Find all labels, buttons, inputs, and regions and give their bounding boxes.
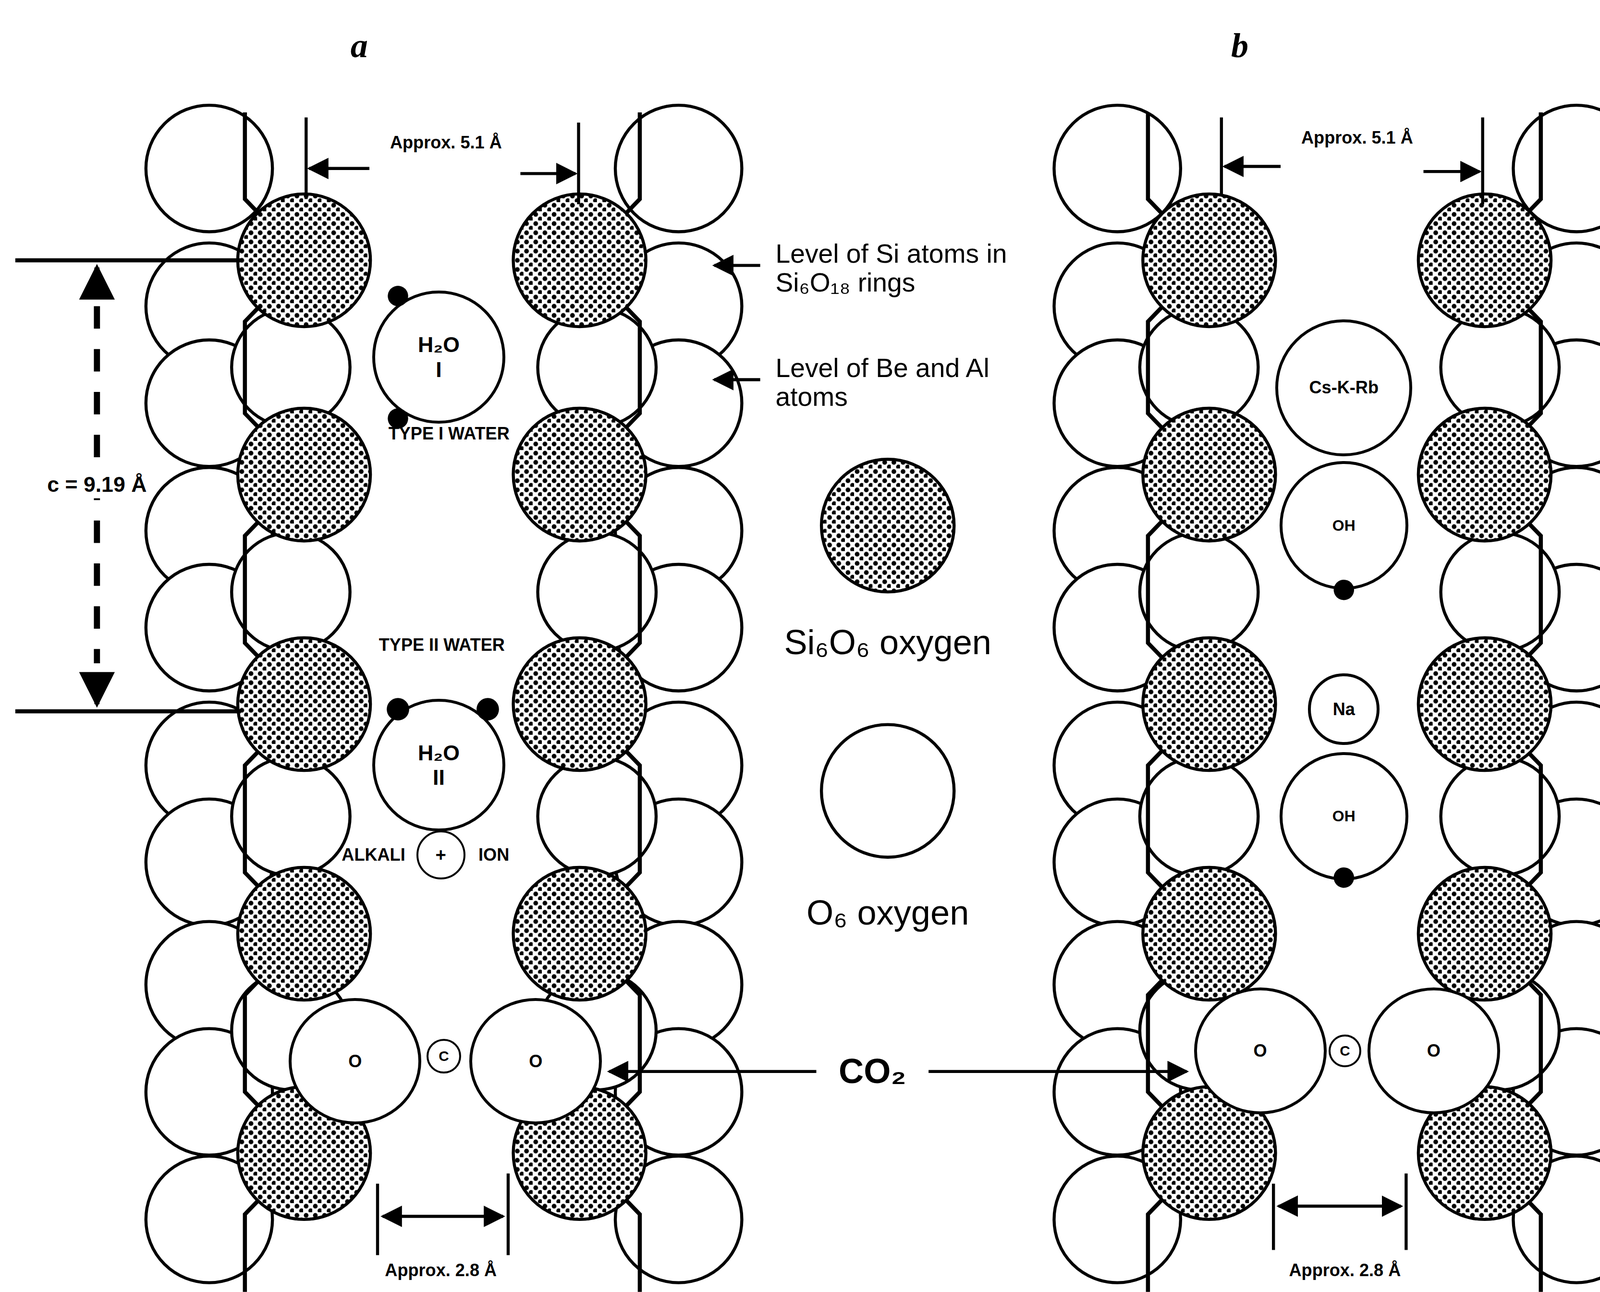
annotation-label: c = 9.19 Å — [43, 471, 151, 499]
panel-letter: b — [1231, 26, 1249, 65]
atom-label: O — [1253, 1040, 1268, 1062]
atom-label: O — [348, 1051, 362, 1072]
atom-circle: Na — [1307, 673, 1380, 746]
atom-circle: + — [416, 830, 466, 880]
annotation-label: ALKALI — [341, 845, 405, 865]
atom-label: H₂O — [417, 740, 460, 766]
atom-label: C — [438, 1048, 449, 1065]
annotation-label: TYPE II WATER — [378, 635, 505, 655]
annotation-label: Level of Si atoms in Si₆O₁₈ rings — [775, 239, 1072, 298]
annotation-label: Level of Be and Al atoms — [775, 353, 1052, 413]
atom-circle: O — [1194, 987, 1327, 1114]
atom-label: Na — [1332, 699, 1356, 720]
atom-circle: O — [469, 998, 602, 1125]
annotation-label: ION — [478, 845, 510, 865]
panel-letter: a — [350, 26, 368, 65]
annotation-label: Approx. 5.1 Å — [390, 133, 502, 153]
atom-label: H₂O — [417, 332, 460, 357]
atom-label: Cs-K-Rb — [1309, 377, 1379, 398]
atom-label: O — [528, 1051, 543, 1072]
atom-circle: OH — [1279, 461, 1409, 590]
annotation-label: Approx. 2.8 Å — [1289, 1260, 1402, 1281]
atom-circle: O — [288, 998, 422, 1125]
atom-label: II — [432, 765, 445, 790]
annotation-label: Approx. 5.1 Å — [1301, 128, 1414, 148]
atom-circle: H₂OII — [372, 698, 505, 832]
atom-circle: Cs-K-Rb — [1275, 319, 1413, 457]
atom-circle: C — [426, 1038, 462, 1074]
atom-circle: H₂OI — [372, 290, 505, 424]
atom-label: I — [435, 357, 442, 382]
annotation-label: TYPE I WATER — [388, 424, 510, 444]
atom-circle: OH — [1279, 752, 1409, 881]
annotation-label: CO₂ — [834, 1050, 910, 1093]
atom-label: C — [1339, 1042, 1350, 1060]
atom-label: OH — [1332, 516, 1356, 535]
legend-text: O₆ oxygen — [806, 894, 969, 933]
atom-label: O — [1427, 1040, 1441, 1062]
legend-text: Si₆O₆ oxygen — [783, 623, 992, 662]
atom-circle: C — [1328, 1034, 1362, 1068]
annotation-label: Approx. 2.8 Å — [384, 1260, 497, 1281]
atom-label: + — [435, 844, 447, 866]
atom-circle: O — [1367, 987, 1501, 1114]
atom-label: OH — [1332, 807, 1356, 826]
